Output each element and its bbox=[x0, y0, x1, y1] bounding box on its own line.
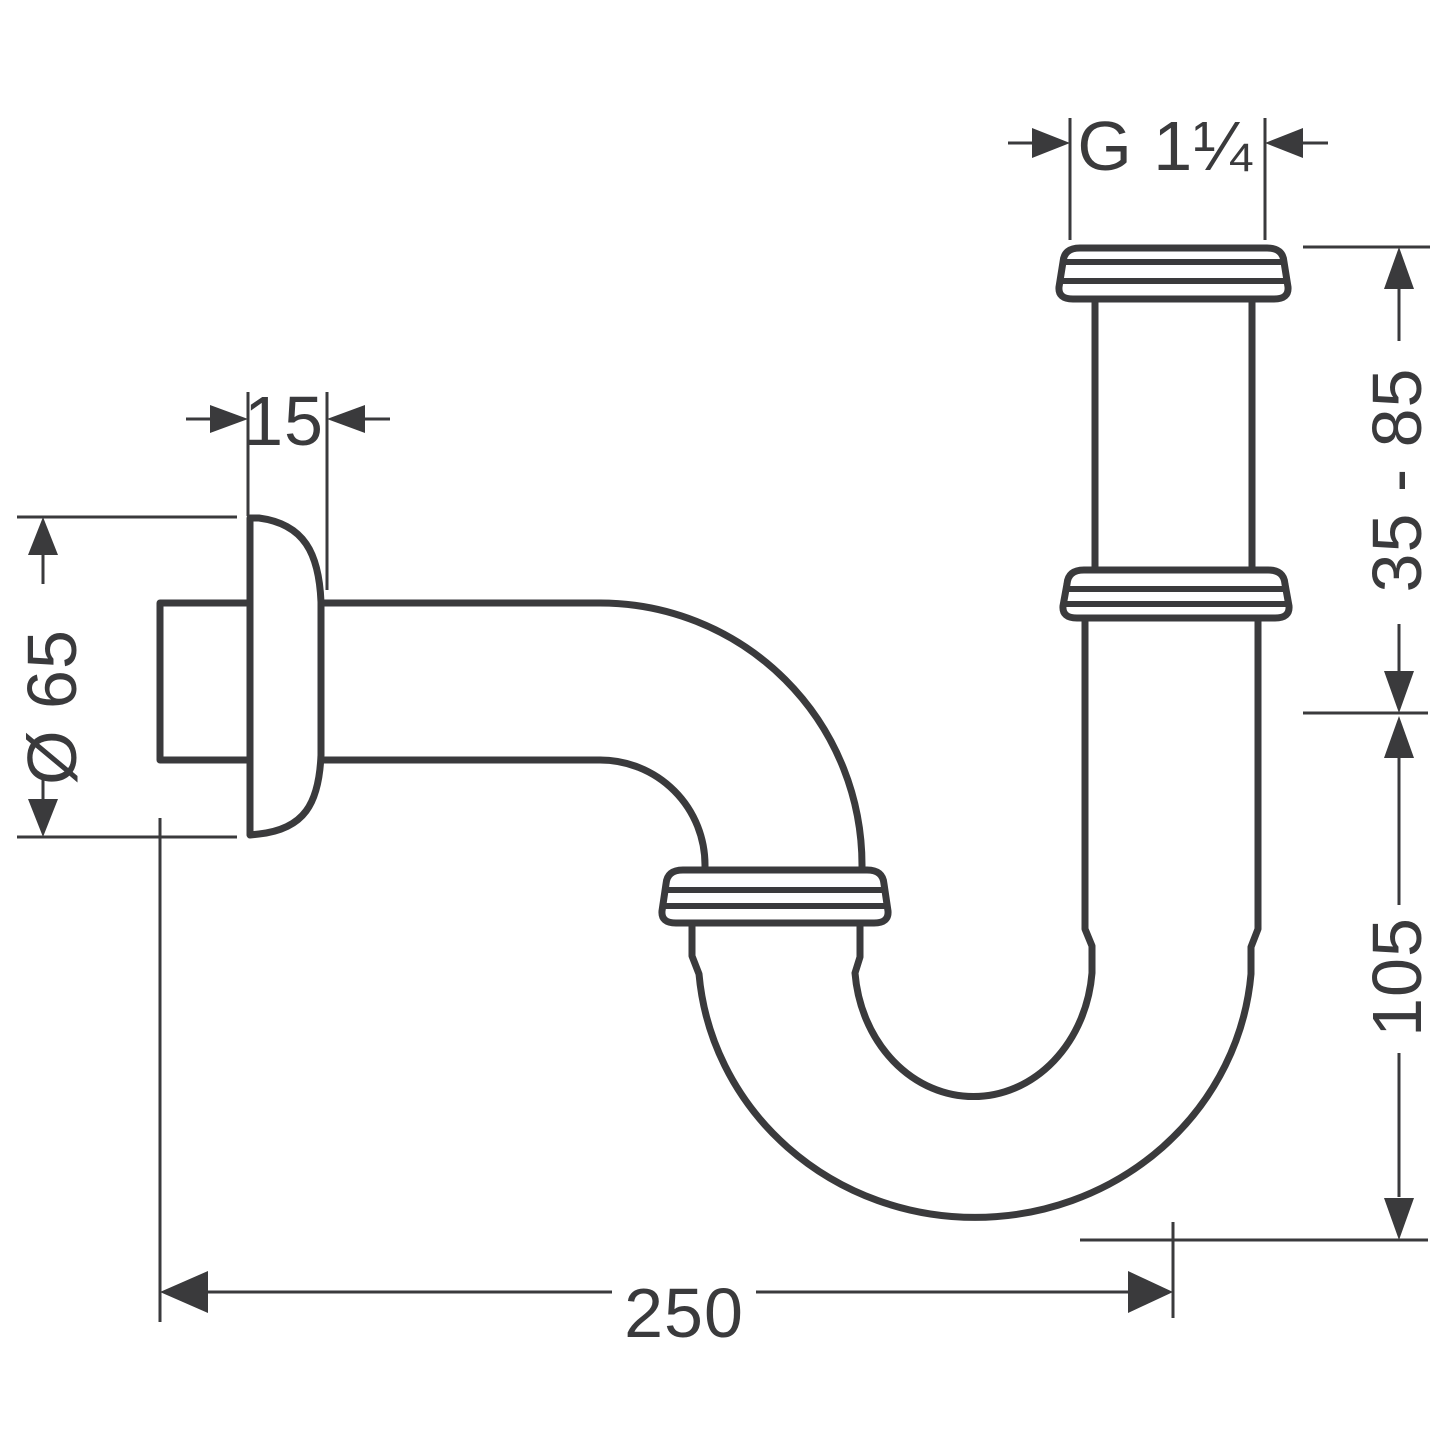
trap-outer-curve bbox=[688, 615, 1262, 1221]
middle-union-nut bbox=[1059, 566, 1293, 622]
arrowhead-down-icon bbox=[28, 799, 58, 837]
arrowhead-right-icon bbox=[1128, 1271, 1173, 1313]
pipe-body bbox=[156, 244, 1293, 1221]
arrowhead-right-icon bbox=[210, 405, 248, 433]
arrowhead-left-icon bbox=[160, 1271, 208, 1313]
dimension-trap-depth: 105 bbox=[1080, 716, 1436, 1242]
trap-inner-curve bbox=[851, 615, 1096, 1101]
arrowhead-down-icon bbox=[1384, 671, 1414, 713]
dimension-wall-offset: 15 bbox=[186, 382, 390, 590]
arrowhead-left-icon bbox=[1265, 128, 1303, 158]
arrowhead-right-icon bbox=[1032, 128, 1070, 158]
arrowhead-up-icon bbox=[1384, 247, 1414, 289]
elbow-inner-curve bbox=[596, 756, 709, 875]
dimension-thread-size: G 1¼ bbox=[1008, 107, 1328, 240]
middle-nut-body bbox=[1059, 566, 1293, 622]
dimension-label-adjustable-height: 35 - 85 bbox=[1358, 368, 1436, 593]
arrowhead-left-icon bbox=[327, 405, 365, 433]
dimension-adjustable-height: 35 - 85 bbox=[1303, 245, 1436, 715]
dimension-label-wall-offset: 15 bbox=[244, 382, 324, 460]
elbow-outer-curve bbox=[596, 599, 866, 875]
dimension-flange-diameter: Ø 65 bbox=[13, 515, 237, 839]
arrowhead-up-icon bbox=[28, 517, 58, 555]
elbow-union-nut bbox=[658, 866, 892, 927]
dimension-projection: 250 bbox=[158, 818, 1175, 1352]
dimension-label-flange-diameter: Ø 65 bbox=[13, 629, 91, 785]
arrowhead-up-icon bbox=[1384, 716, 1414, 758]
dimension-label-thread: G 1¼ bbox=[1077, 107, 1253, 185]
dimension-label-projection: 250 bbox=[624, 1274, 744, 1352]
wall-flange bbox=[246, 514, 325, 839]
top-union-nut bbox=[1055, 244, 1292, 303]
top-nut-body bbox=[1055, 244, 1292, 303]
elbow-nut-body bbox=[658, 866, 892, 927]
wall-pipe-stub bbox=[156, 599, 254, 764]
arrowhead-down-icon bbox=[1384, 1198, 1414, 1240]
dimension-label-trap-depth: 105 bbox=[1358, 917, 1436, 1037]
